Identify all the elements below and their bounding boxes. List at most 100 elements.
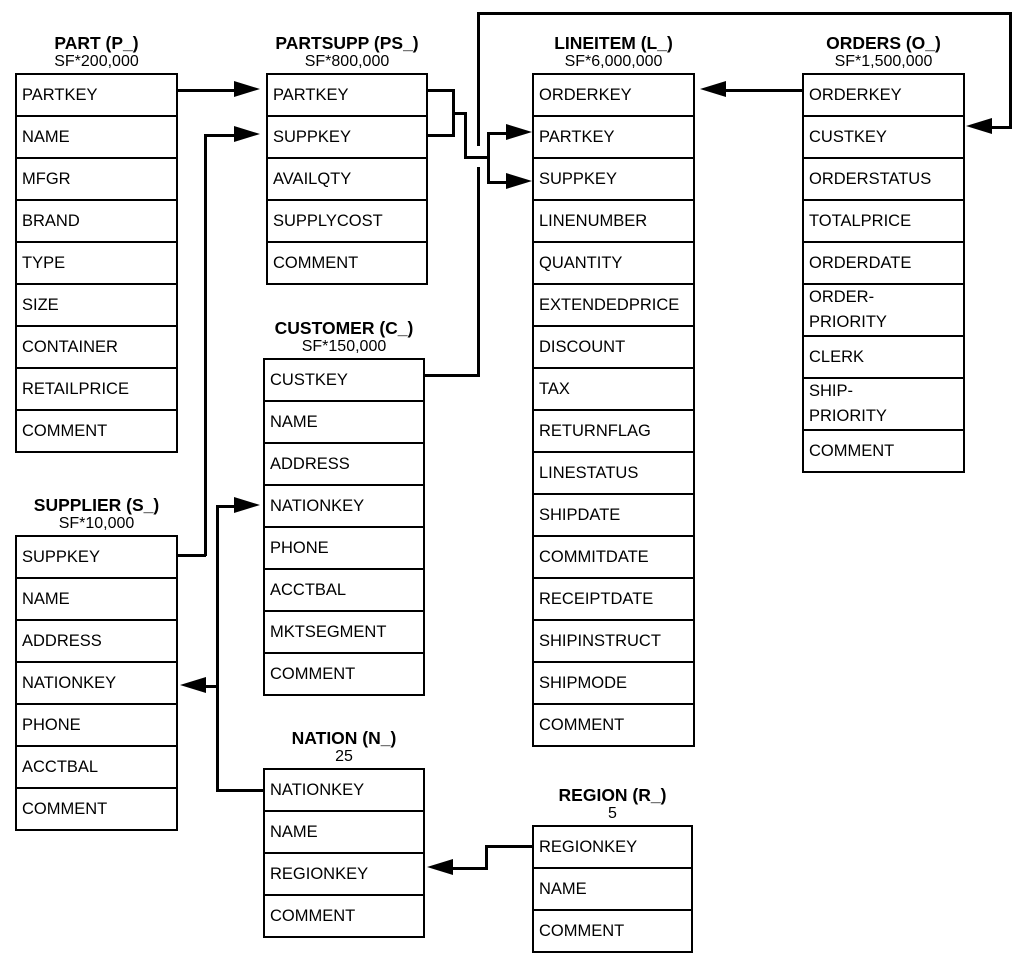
table-box: NATIONKEY NAME REGIONKEY COMMENT	[263, 768, 425, 938]
field-label: EXTENDEDPRICE	[539, 295, 680, 314]
field-label: SHIP- PRIORITY	[809, 382, 887, 425]
table-row: SHIPINSTRUCT	[534, 621, 693, 663]
arrowhead-left-icon	[427, 859, 453, 875]
table-cardinality: 5	[608, 805, 617, 822]
table-row: SUPPLYCOST	[268, 201, 426, 243]
field-label: RETAILPRICE	[22, 379, 129, 398]
field-label: LINENUMBER	[539, 211, 648, 230]
connector-line	[726, 89, 802, 92]
field-label: CUSTKEY	[270, 370, 348, 389]
field-label: BRAND	[22, 211, 80, 230]
table-row: ORDER- PRIORITY	[804, 285, 963, 337]
table-cardinality: SF*10,000	[58, 515, 135, 532]
table-row: SIZE	[17, 285, 176, 327]
field-label: TAX	[539, 379, 570, 398]
table-title: REGION (R_)	[558, 785, 667, 805]
connector-line	[206, 134, 234, 137]
field-label: COMMENT	[273, 253, 359, 272]
field-label: CLERK	[809, 347, 865, 366]
table-title: NATION (N_)	[291, 728, 397, 748]
table-row: SHIPDATE	[534, 495, 693, 537]
field-label: QUANTITY	[539, 253, 623, 272]
table-row: REGIONKEY	[265, 854, 423, 896]
table-row: TOTALPRICE	[804, 201, 963, 243]
table-title: PART (P_)	[54, 33, 139, 53]
field-label: CUSTKEY	[809, 127, 887, 146]
table-row: PHONE	[265, 528, 423, 570]
field-label: SUPPKEY	[539, 169, 617, 188]
table-row: QUANTITY	[534, 243, 693, 285]
field-label: NAME	[270, 822, 318, 841]
connector-line	[178, 554, 206, 557]
table-row: SUPPKEY	[268, 117, 426, 159]
field-label: AVAILQTY	[273, 169, 352, 188]
field-label: NATIONKEY	[270, 780, 365, 799]
table-row: PHONE	[17, 705, 176, 747]
table-row: NAME	[534, 869, 691, 911]
field-label: SIZE	[22, 295, 59, 314]
table-row: CLERK	[804, 337, 963, 379]
field-label: PARTKEY	[539, 127, 615, 146]
table-row: CUSTKEY	[804, 117, 963, 159]
connector-line	[487, 132, 507, 135]
table-row: COMMENT	[265, 896, 423, 936]
field-label: NAME	[22, 589, 70, 608]
field-label: COMMITDATE	[539, 547, 649, 566]
field-label: COMMENT	[539, 715, 625, 734]
field-label: COMMENT	[270, 906, 356, 925]
table-row: DISCOUNT	[534, 327, 693, 369]
table-row: COMMENT	[265, 654, 423, 694]
table-row: NAME	[265, 812, 423, 854]
table-row: COMMENT	[17, 789, 176, 829]
field-label: ACCTBAL	[22, 757, 99, 776]
table-row: PARTKEY	[534, 117, 693, 159]
table-row: BRAND	[17, 201, 176, 243]
table-row: EXTENDEDPRICE	[534, 285, 693, 327]
connector-line	[204, 134, 207, 556]
field-label: PARTKEY	[273, 85, 349, 104]
table-row: SUPPKEY	[17, 537, 176, 579]
connector-line	[216, 505, 219, 792]
field-label: TOTALPRICE	[809, 211, 912, 230]
table-cardinality: SF*150,000	[301, 338, 387, 355]
table-row: AVAILQTY	[268, 159, 426, 201]
table-row: ACCTBAL	[265, 570, 423, 612]
field-label: COMMENT	[270, 664, 356, 683]
field-label: RECEIPTDATE	[539, 589, 654, 608]
table-row: NAME	[17, 579, 176, 621]
field-label: SUPPKEY	[22, 547, 100, 566]
arrowhead-right-icon	[234, 126, 260, 142]
field-label: NAME	[539, 879, 587, 898]
field-label: ORDERSTATUS	[809, 169, 932, 188]
connector-line	[477, 12, 480, 146]
field-label: ORDERDATE	[809, 253, 912, 272]
table-title: CUSTOMER (C_)	[274, 318, 414, 338]
table-row: COMMENT	[534, 911, 691, 951]
field-label: PARTKEY	[22, 85, 98, 104]
connector-line	[487, 181, 507, 184]
field-label: PHONE	[22, 715, 81, 734]
table-region: REGION (R_) 5 REGIONKEY NAME COMMENT	[532, 785, 693, 953]
arrowhead-right-icon	[234, 81, 260, 97]
connector-line	[477, 12, 1012, 15]
table-row: COMMITDATE	[534, 537, 693, 579]
connector-line	[485, 845, 488, 870]
connector-line	[178, 89, 236, 92]
field-label: ADDRESS	[270, 454, 350, 473]
table-row: CUSTKEY	[265, 360, 423, 402]
table-row: TYPE	[17, 243, 176, 285]
field-label: ORDER- PRIORITY	[809, 288, 887, 331]
table-title: ORDERS (O_)	[826, 33, 941, 53]
connector-line	[464, 112, 467, 159]
table-row: SHIPMODE	[534, 663, 693, 705]
arrowhead-right-icon	[506, 173, 532, 189]
table-row: MFGR	[17, 159, 176, 201]
table-row: REGIONKEY	[534, 827, 691, 869]
